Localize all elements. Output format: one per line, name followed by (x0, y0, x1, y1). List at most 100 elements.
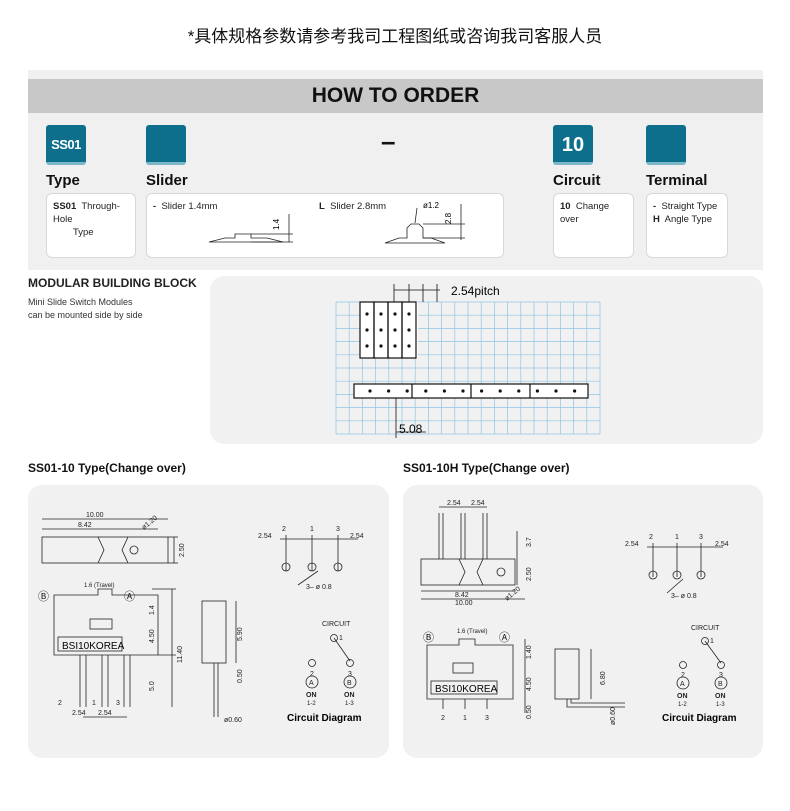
ss01-10-circuit-right-sub: 1-3 (345, 701, 354, 707)
slider-code-tile (146, 125, 186, 165)
ss01-10h-pcb-pin-3: 3 (699, 534, 703, 541)
ss01-10-circuit-left-pin: 2 (310, 671, 314, 678)
contact-dot (554, 389, 558, 393)
ss01-10h-mark-b: Ⓑ (423, 631, 434, 644)
modular-grid-diagram: 2.54pitch 5.08 (335, 284, 601, 438)
ss01-10h-circuit-right-pin: 3 (719, 672, 723, 679)
slider-label: Slider (146, 172, 188, 189)
slider-option-box: - Slider 1.4mm L Slider 2.8mm 1.4 ø1.2 2… (146, 193, 504, 258)
terminal-label: Terminal (646, 172, 708, 189)
ss01-10h-circuit-right-on: ON (715, 693, 726, 700)
modular-title: MODULAR BUILDING BLOCK (28, 276, 197, 290)
ss01-10h-pin-2: 2 (441, 715, 445, 722)
ss01-10-pcb-pin-3: 3 (336, 526, 340, 533)
contact-dot (480, 389, 484, 393)
ss01-10-circuit-common: 1 (339, 635, 343, 642)
ss01-10-w-inner: 8.42 (78, 522, 92, 529)
ss01-10h-h-pin: 3.7 (526, 537, 533, 547)
ss01-10h-pcb-hole: 3– ø 0.8 (671, 593, 697, 600)
modular-desc-1: Mini Slide Switch Modules (28, 297, 133, 307)
ss01-10-pcb-p2: 2.54 (350, 533, 364, 540)
ss01-10h-h-bot: 0.50 (526, 705, 533, 719)
contact-dot (365, 312, 369, 316)
type-label: Type (46, 172, 80, 189)
ss01-10-side-pin: 0.50 (237, 669, 244, 683)
contact-dot (517, 389, 521, 393)
contact-dot (379, 312, 383, 316)
terminal-opt1-prefix: - (653, 201, 657, 212)
slider-opt1-dim: 1.4 (272, 218, 281, 230)
circuit-desc: Change over (560, 201, 610, 225)
ss01-10h-title: SS01-10H Type(Change over) (403, 461, 570, 475)
ss01-10h-circuit-left-sub: 1-2 (678, 702, 687, 708)
ss01-10h-pcb-p2: 2.54 (715, 541, 729, 548)
ss01-10h-model-text: BSI10KOREA (435, 684, 498, 695)
ss01-10h-circuit-title: CIRCUIT (691, 625, 720, 632)
contact-dot (393, 312, 397, 316)
ss01-10h-panel (403, 485, 763, 758)
ss01-10h-circuit-right-mark: B (718, 681, 723, 688)
contact-dot (393, 328, 397, 332)
terminal-option-box: - Straight Type H Angle Type (646, 193, 728, 258)
contact-dot (379, 328, 383, 332)
ss01-10-h-body: 2.50 (179, 543, 186, 557)
terminal-opt2-text: Angle Type (664, 214, 713, 225)
ss01-10-h-total: 11.40 (177, 646, 184, 663)
slider-opt1-text: Slider 1.4mm (161, 201, 218, 212)
contact-dot (387, 389, 391, 393)
ss01-10h-pin-3: 3 (485, 715, 489, 722)
ss01-10-pcb-pin-1: 1 (310, 526, 314, 533)
ss01-10-circuit-caption: Circuit Diagram (287, 713, 362, 724)
type-option-box: SS01 Through-Hole Type (46, 193, 136, 258)
ss01-10h-circuit-left-on: ON (677, 693, 688, 700)
ss01-10-h-pin: 5.0 (149, 681, 156, 691)
modular-width-label: 5.08 (399, 422, 423, 436)
terminal-opt1-text: Straight Type (661, 201, 718, 212)
contact-dot (368, 389, 372, 393)
type-code-tile: SS01 (46, 125, 86, 165)
ss01-10-pitch2: 2.54 (98, 710, 112, 717)
ss01-10h-travel: 1.6 (Travel) (457, 629, 487, 635)
slider-opt2-text: Slider 2.8mm (330, 201, 387, 212)
ss01-10-title: SS01-10 Type(Change over) (28, 461, 186, 475)
ss01-10h-drawing: 2.54 2.54 3.7 2.50 8.42 10.00 ø1.20 1.6 … (420, 500, 737, 725)
code-separator: – (381, 126, 396, 156)
ss01-10-pcb-hole: 3– ø 0.8 (306, 584, 332, 591)
ss01-10h-pcb-pin-2: 2 (649, 534, 653, 541)
ss01-10-circuit-title: CIRCUIT (322, 621, 351, 628)
slider-opt2-dia: ø1.2 (423, 201, 440, 210)
how-to-order-title: HOW TO ORDER (28, 79, 763, 113)
ss01-10-pcb-p1: 2.54 (258, 533, 272, 540)
ss01-10-circuit-right-pin: 3 (348, 671, 352, 678)
modular-desc-2: can be mounted side by side (28, 310, 143, 320)
circuit-code-tile: 10 (553, 125, 593, 165)
ss01-10-drawing: 10.00 8.42 ø1.20 2.50 1.6 (Travel) 1.4 4… (38, 512, 364, 724)
ss01-10-pin-1: 1 (92, 700, 96, 707)
ss01-10h-pcb-p1: 2.54 (625, 541, 639, 548)
contact-dot (365, 344, 369, 348)
ss01-10-side-h: 5.90 (237, 627, 244, 641)
slider-opt2-dim: 2.8 (444, 212, 453, 224)
ss01-10-travel: 1.6 (Travel) (84, 583, 114, 589)
contact-dot (407, 312, 411, 316)
ss01-10h-pcb-pin-1: 1 (675, 534, 679, 541)
ss01-10h-h-top: 1.40 (526, 645, 533, 659)
modular-pitch-label: 2.54pitch (451, 284, 500, 298)
contact-dot (442, 389, 446, 393)
notice-text: *具体规格参数请参考我司工程图纸或咨询我司客服人员 (187, 27, 603, 46)
ss01-10h-pitch1: 2.54 (447, 500, 461, 507)
contact-dot (407, 344, 411, 348)
ss01-10-circuit-right-on: ON (344, 692, 355, 699)
contact-dot (407, 328, 411, 332)
type-desc-1: Through-Hole (53, 201, 120, 225)
terminal-code-tile (646, 125, 686, 165)
ss01-10-circuit-left-sub: 1-2 (307, 701, 316, 707)
ss01-10-model-text: BSI10KOREA (62, 641, 125, 652)
contact-dot (498, 389, 502, 393)
ss01-10-mark-b: Ⓑ (38, 590, 49, 603)
contact-dot (573, 389, 577, 393)
ss01-10-pin-3: 3 (116, 700, 120, 707)
circuit-code: 10 (560, 201, 571, 212)
ss01-10h-side-h: 6.80 (600, 671, 607, 685)
ss01-10h-pin-dia: ø0.60 (610, 707, 617, 725)
